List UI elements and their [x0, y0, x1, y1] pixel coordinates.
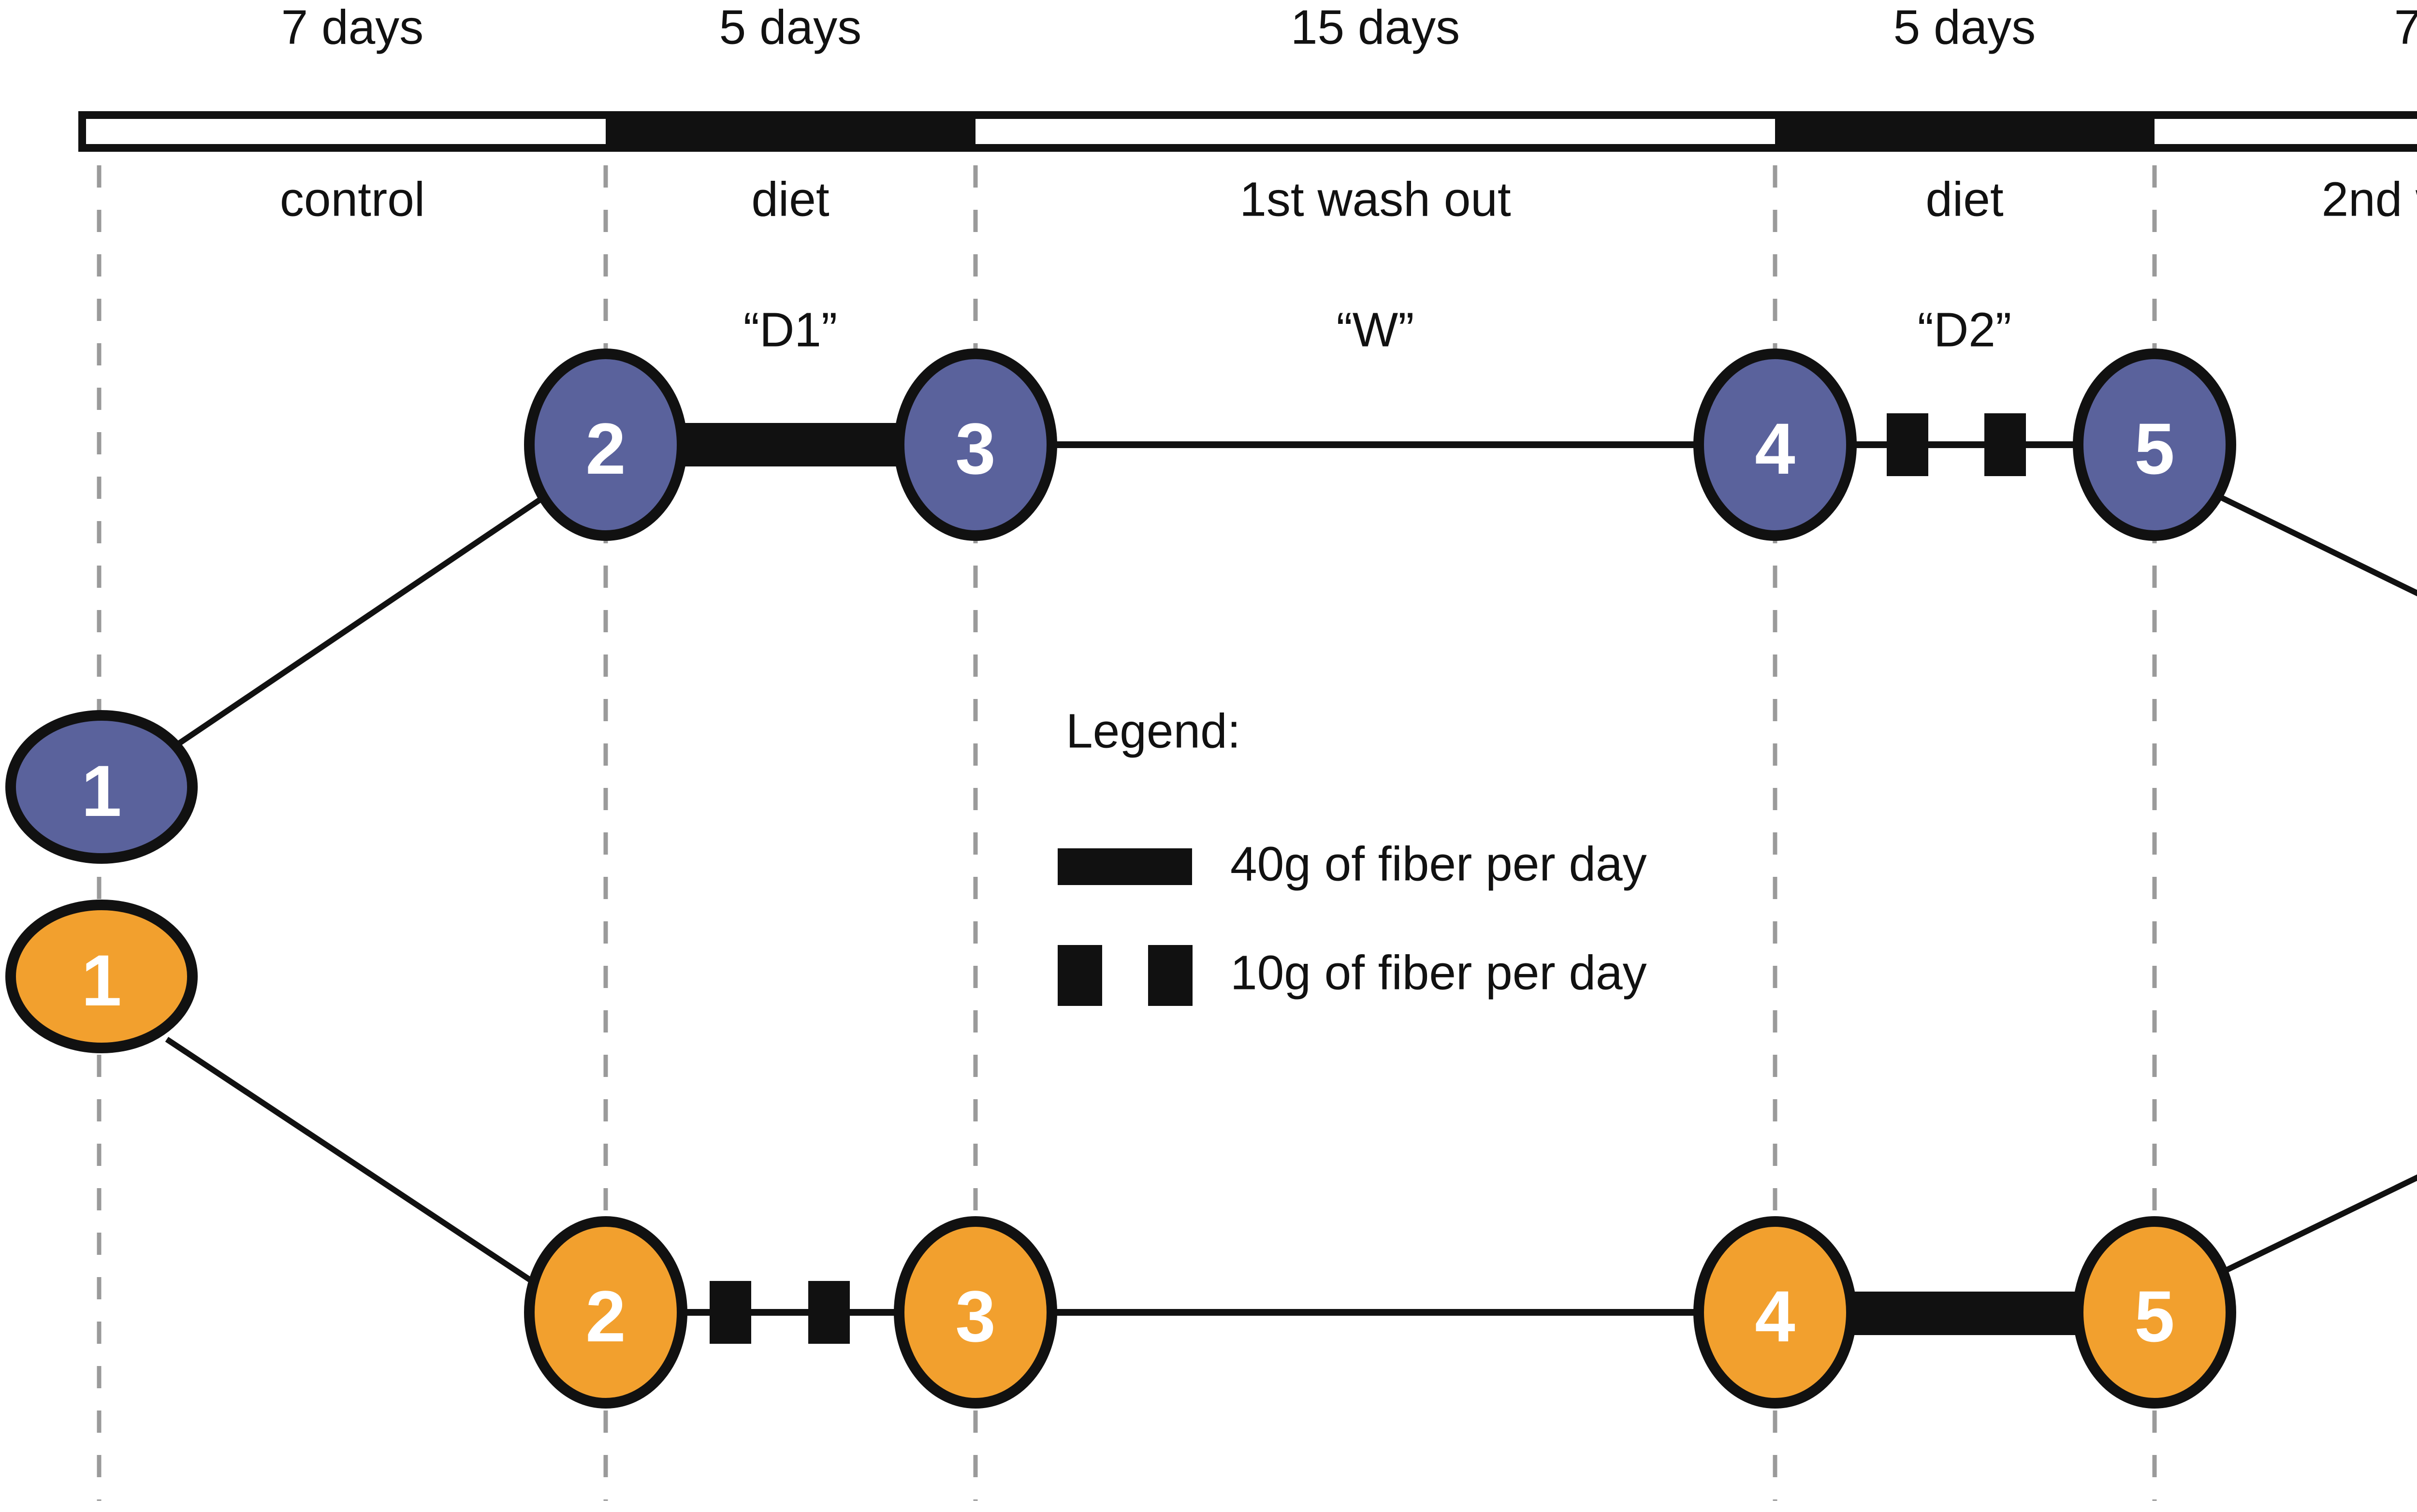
arm-b-node-3-label: 3 — [955, 1276, 995, 1357]
period-code-w: “W” — [1337, 303, 1414, 357]
arm-b-node-1-label: 1 — [81, 940, 121, 1021]
phase-label-diet1: diet — [751, 172, 829, 226]
arm-a-link-5-6 — [2213, 491, 2417, 596]
arm-b-node-2-label: 2 — [585, 1276, 626, 1357]
arm-b-link-2-3-square-1 — [710, 1281, 751, 1344]
phase-label-control: control — [280, 172, 425, 226]
arm-a-node-3-label: 3 — [955, 408, 995, 489]
arm-b-link-4-5-40g — [1832, 1292, 2103, 1335]
duration-label-diet1: 5 days — [719, 0, 862, 54]
phase-label-washout1: 1st wash out — [1239, 172, 1511, 226]
duration-label-control: 7 days — [281, 0, 424, 54]
duration-label-washout2: 7 days — [2394, 0, 2417, 54]
arm-b-node-3[interactable]: 3 — [894, 1216, 1057, 1409]
arm-a-node-1[interactable]: 1 — [5, 710, 198, 864]
arm-b-link-2-3-square-2 — [808, 1281, 850, 1344]
arm-b-link-5-6 — [2213, 1174, 2417, 1279]
arm-a-link-4-5-square-2 — [1984, 413, 2026, 476]
arm-a-link-1-2 — [165, 493, 548, 754]
arm-a-node-4-label: 4 — [1755, 408, 1795, 489]
arm-b-link-1-2 — [165, 1036, 548, 1294]
legend-swatch-square-1 — [1058, 945, 1102, 1006]
arm-b-connectors — [165, 1036, 2417, 1344]
arm-a-nodes[interactable]: 1 2 3 4 5 6 — [5, 349, 2417, 864]
phase-labels: control diet 1st wash out diet 2nd wash … — [280, 172, 2417, 226]
legend-swatch-solid-bar — [1058, 848, 1192, 885]
legend-swatch-square-2 — [1148, 945, 1193, 1006]
phase-label-diet2: diet — [1925, 172, 2003, 226]
legend-item-40g: 40g of fiber per day — [1058, 837, 1647, 891]
arm-a-node-4[interactable]: 4 — [1693, 349, 1857, 541]
arm-a-node-2-label: 2 — [585, 408, 626, 489]
arm-b-node-5-label: 5 — [2134, 1276, 2174, 1357]
arm-a-node-5[interactable]: 5 — [2073, 349, 2236, 541]
arm-b-node-5[interactable]: 5 — [2073, 1216, 2236, 1409]
legend: Legend: 40g of fiber per day 10g of fibe… — [1058, 704, 1647, 1006]
timeline-bar — [78, 111, 2417, 152]
arm-b-node-1[interactable]: 1 — [5, 900, 198, 1053]
arm-a-node-5-label: 5 — [2134, 408, 2174, 489]
arm-b-node-2[interactable]: 2 — [524, 1216, 687, 1409]
legend-item-10g: 10g of fiber per day — [1058, 945, 1647, 1006]
duration-label-washout1: 15 days — [1291, 0, 1460, 54]
duration-label-diet2: 5 days — [1893, 0, 2036, 54]
period-code-d1: “D1” — [743, 303, 837, 357]
arm-b-node-4-label: 4 — [1755, 1276, 1795, 1357]
legend-label-10g: 10g of fiber per day — [1230, 945, 1647, 1000]
arm-a-node-1-label: 1 — [81, 750, 121, 831]
phase-label-washout2: 2nd wash out — [2322, 172, 2417, 226]
legend-title: Legend: — [1066, 704, 1240, 758]
duration-labels: 7 days 5 days 15 days 5 days 7 days — [281, 0, 2417, 54]
arm-a-node-3[interactable]: 3 — [894, 349, 1057, 541]
arm-b-node-4[interactable]: 4 — [1693, 1216, 1857, 1409]
arm-a-link-4-5-square-1 — [1887, 413, 1928, 476]
legend-label-40g: 40g of fiber per day — [1230, 837, 1647, 891]
arm-a-connectors — [165, 413, 2417, 754]
period-code-labels: “D1” “W” “D2” — [743, 303, 2011, 357]
period-code-d2: “D2” — [1918, 303, 2011, 357]
arm-b-nodes[interactable]: 1 2 3 4 5 6 — [5, 900, 2417, 1409]
arm-a-link-2-3-40g — [662, 423, 921, 466]
arm-a-node-2[interactable]: 2 — [524, 349, 687, 541]
